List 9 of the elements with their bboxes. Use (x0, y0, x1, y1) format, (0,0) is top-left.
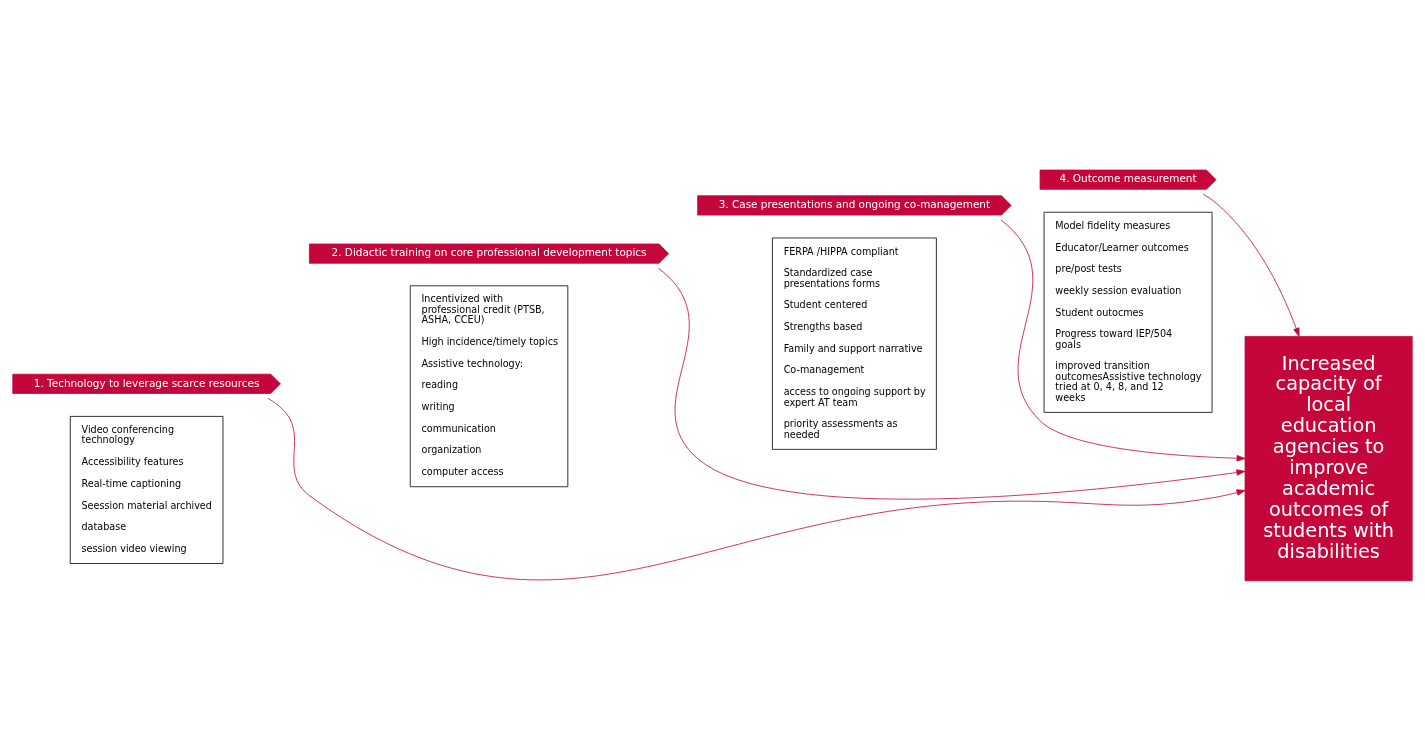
node-box: Increased capacity of local education agencies to improve academic outcomes of students with disabilities (1244, 336, 1413, 582)
node-box: FERPA /HIPPA compliant Standardized case presentations forms Student centered Strengths based Family and support narrative Co-management access to ongoing support by expert AT team priority assessments as needed (772, 237, 937, 450)
node-box: Model fidelity measures Educator/Learner outcomes pre/post tests weekly session evaluation Student outocmes Progress toward IEP/504 goals improved transition outcomesAssistive technology tried at 0, 4, 8, and 12 weeks (1043, 211, 1213, 413)
arrow (267, 398, 1246, 581)
node-box: Incentivized with professional credit (PTSB, ASHA, CCEU) High incidence/timely topics Assistive technology: reading writing communication organization computer access (409, 285, 569, 488)
node-box: Video conferencing technology Accessibility features Real-time captioning Seession material archived database session video viewing (69, 416, 224, 564)
arrow (1000, 219, 1246, 462)
arrow (657, 267, 1246, 500)
arrow (1202, 193, 1300, 337)
